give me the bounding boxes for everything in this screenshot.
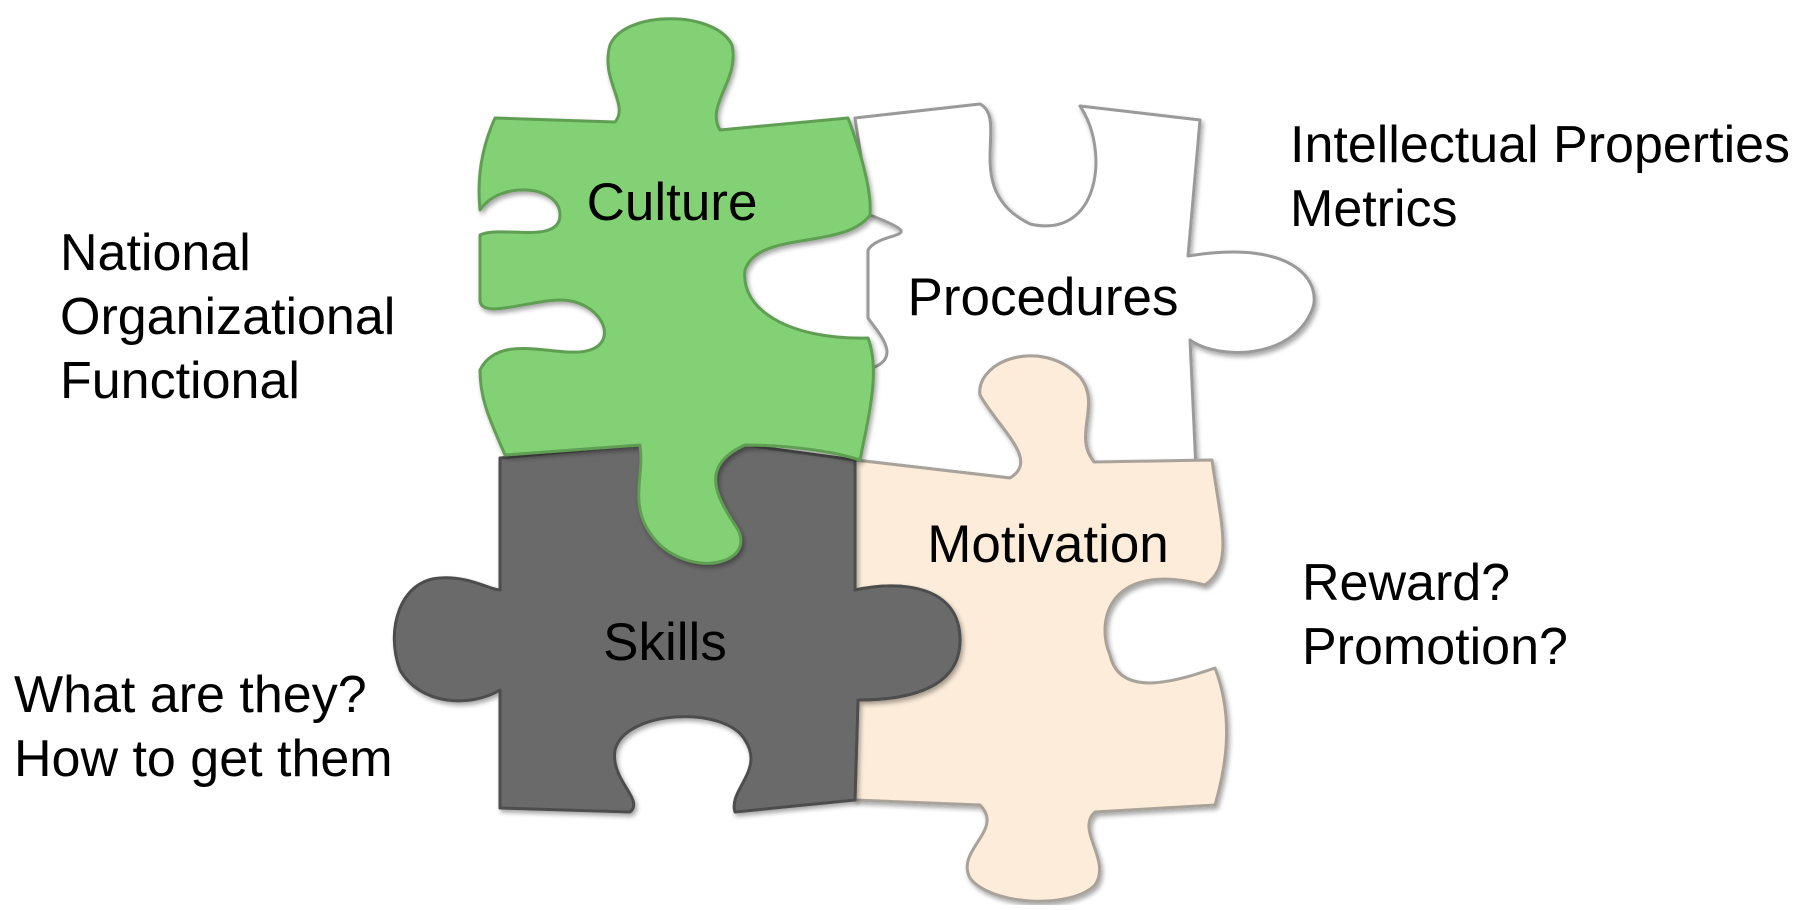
procedures-notes: Intellectual Properties Metrics	[1290, 116, 1790, 238]
culture-label: Culture	[587, 173, 758, 232]
motivation-note-line: Reward?	[1302, 554, 1510, 612]
procedures-note-line: Metrics	[1290, 180, 1458, 238]
culture-piece	[477, 17, 875, 565]
skills-note-line: What are they?	[14, 666, 367, 724]
procedures-note-line: Intellectual Properties	[1290, 116, 1790, 174]
skills-notes: What are they? How to get them	[14, 666, 393, 788]
culture-note-line: National	[60, 224, 251, 282]
culture-note-line: Functional	[60, 352, 300, 410]
culture-notes: National Organizational Functional	[60, 224, 395, 410]
procedures-label: Procedures	[907, 268, 1178, 327]
motivation-label: Motivation	[927, 515, 1169, 574]
skills-note-line: How to get them	[14, 730, 393, 788]
motivation-note-line: Promotion?	[1302, 618, 1568, 676]
skills-label: Skills	[603, 613, 727, 672]
culture-note-line: Organizational	[60, 288, 395, 346]
motivation-notes: Reward? Promotion?	[1302, 554, 1568, 676]
